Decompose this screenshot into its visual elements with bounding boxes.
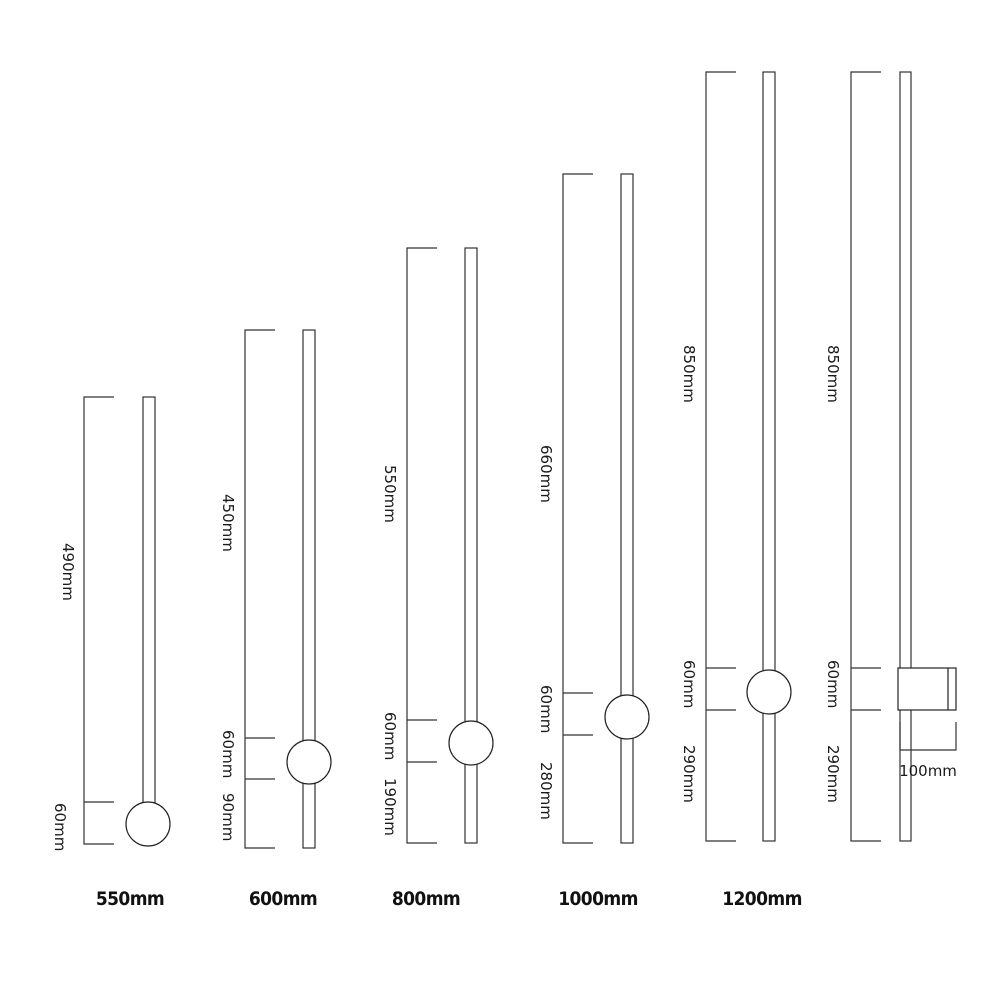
model-label: 800mm [392, 888, 460, 910]
head-size-label: 60mm [537, 685, 555, 733]
head-size-label: 60mm [381, 712, 399, 760]
upper-length-label: 850mm [680, 345, 698, 403]
dimension-bracket [406, 247, 437, 844]
lamp-800: 550mm 60mm 190mm 800mm [381, 247, 494, 910]
lamp-550: 490mm 60mm 550mm [51, 396, 171, 910]
lower-length-label: 290mm [824, 745, 842, 803]
lamp-head-circle [746, 669, 792, 715]
model-label: 600mm [249, 888, 317, 910]
lamp-rod [899, 71, 912, 842]
lamp-rod-upper [762, 71, 776, 673]
head-size-label: 60mm [219, 730, 237, 778]
lamp-rod-upper [464, 247, 478, 725]
lamp-head-circle [286, 739, 332, 785]
dimension-bracket [244, 329, 275, 849]
model-label: 1000mm [558, 888, 638, 910]
upper-length-label: 850mm [824, 345, 842, 403]
head-size-label: 60mm [51, 803, 69, 851]
model-label: 1200mm [722, 888, 802, 910]
lamp-1000: 660mm 60mm 280mm 1000mm [537, 173, 650, 910]
lamp-rod-upper [302, 329, 316, 743]
lamp-rod-lower [302, 781, 316, 849]
depth-bracket [899, 722, 957, 751]
lower-length-label: 90mm [219, 793, 237, 841]
dimension-bracket [83, 396, 114, 845]
lower-length-label: 290mm [680, 745, 698, 803]
lower-length-label: 280mm [537, 762, 555, 820]
lower-length-label: 190mm [381, 778, 399, 836]
lamp-rod-lower [464, 763, 478, 844]
dimension-bracket [850, 71, 881, 842]
upper-length-label: 550mm [381, 465, 399, 523]
lamp-600: 450mm 60mm 90mm 600mm [219, 329, 332, 910]
lamp-1200: 850mm 60mm 290mm 1200mm [680, 71, 802, 910]
lamp-head-box [897, 667, 957, 711]
head-depth-label: 100mm [899, 762, 957, 780]
upper-length-label: 450mm [219, 494, 237, 552]
lamp-rod-lower [762, 711, 776, 842]
upper-length-label: 490mm [59, 543, 77, 601]
lamp-rod-upper [620, 173, 634, 698]
lamp-side-view: 850mm 60mm 290mm 100mm [824, 71, 957, 842]
dimension-bracket [562, 173, 593, 844]
lamp-rod [142, 396, 156, 804]
model-label: 550mm [96, 888, 164, 910]
lamp-head-circle [125, 801, 171, 847]
head-size-label: 60mm [824, 660, 842, 708]
lamp-head-circle [604, 694, 650, 740]
upper-length-label: 660mm [537, 445, 555, 503]
dimension-bracket [705, 71, 736, 842]
lamp-head-circle [448, 720, 494, 766]
lamp-rod-lower [620, 736, 634, 844]
head-size-label: 60mm [680, 660, 698, 708]
